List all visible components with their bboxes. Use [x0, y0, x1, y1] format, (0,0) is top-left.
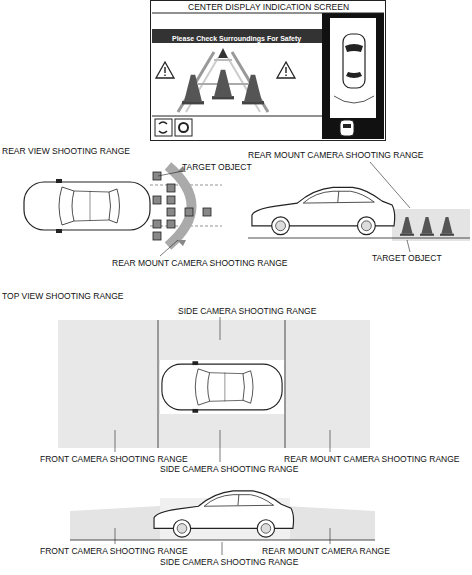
- range-label: SIDE CAMERA SHOOTING RANGE: [160, 557, 298, 567]
- display-screen: CENTER DISPLAY INDICATION SCREEN Please C…: [150, 0, 386, 141]
- range-label: REAR VIEW SHOOTING RANGE: [2, 146, 130, 156]
- screen-title: CENTER DISPLAY INDICATION SCREEN: [188, 2, 349, 12]
- range-label: TARGET OBJECT: [182, 162, 252, 172]
- range-label: FRONT CAMERA SHOOTING RANGE: [40, 454, 188, 464]
- screen-message: Please Check Surroundings For Safety: [172, 34, 301, 43]
- range-label: FRONT CAMERA SHOOTING RANGE: [40, 546, 188, 556]
- range-label: REAR MOUNT CAMERA SHOOTING RANGE: [284, 454, 460, 464]
- range-label: TARGET OBJECT: [372, 253, 442, 263]
- range-label: REAR MOUNT CAMERA RANGE: [262, 546, 390, 556]
- range-label: TOP VIEW SHOOTING RANGE: [2, 291, 124, 301]
- range-label: REAR MOUNT CAMERA SHOOTING RANGE: [248, 150, 424, 160]
- range-label: REAR MOUNT CAMERA SHOOTING RANGE: [112, 258, 288, 268]
- range-label: SIDE CAMERA SHOOTING RANGE: [178, 306, 316, 316]
- range-label: SIDE CAMERA SHOOTING RANGE: [160, 464, 298, 474]
